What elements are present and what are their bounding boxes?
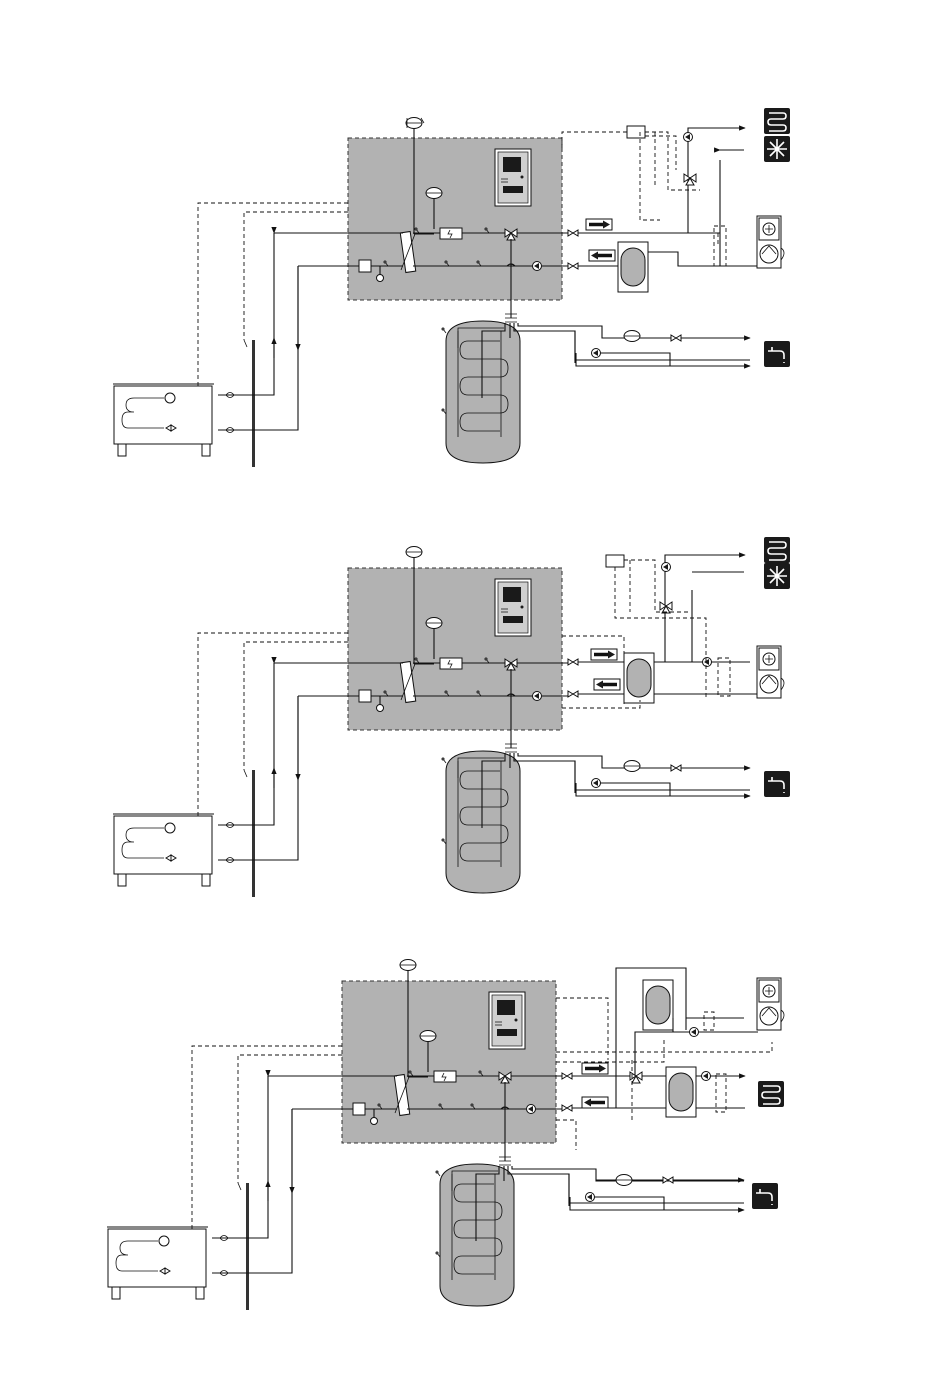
diagram-2 bbox=[113, 537, 790, 897]
circulation-pump-icon bbox=[703, 658, 712, 667]
flow-arrow-icon bbox=[591, 649, 617, 660]
buffer-tank bbox=[624, 653, 654, 703]
indoor-unit bbox=[113, 118, 750, 467]
circulation-pump-icon bbox=[702, 1072, 711, 1081]
buffer-tank bbox=[666, 1067, 696, 1117]
safety-valve-icon bbox=[663, 1177, 673, 1183]
shut-off-valve-icon bbox=[568, 659, 578, 665]
circulation-pump-icon bbox=[684, 133, 693, 142]
shut-off-valve-icon bbox=[568, 691, 578, 697]
underfloor-heating-icon bbox=[764, 108, 790, 134]
shut-off-valve-icon bbox=[568, 263, 578, 269]
pool-heating-icon bbox=[757, 646, 784, 698]
circulation-pump-icon bbox=[662, 563, 671, 572]
return-arrow-icon bbox=[582, 1097, 608, 1108]
circulation-pump-icon bbox=[592, 349, 601, 358]
circulation-pump-icon bbox=[690, 1028, 699, 1037]
buffer-tank bbox=[618, 242, 648, 292]
flow-arrow-icon bbox=[582, 1063, 608, 1074]
buffer-tank bbox=[643, 980, 673, 1030]
hot-water-tap-icon bbox=[764, 771, 790, 797]
shut-off-valve-icon bbox=[562, 1105, 572, 1111]
safety-valve-icon bbox=[671, 765, 681, 771]
shut-off-valve-icon bbox=[568, 230, 578, 236]
underfloor-heating-icon bbox=[764, 537, 790, 563]
three-way-valve-icon bbox=[684, 174, 696, 185]
expansion-vessel-icon bbox=[616, 1175, 632, 1186]
safety-valve-icon bbox=[671, 335, 681, 341]
diagram-1 bbox=[113, 108, 790, 467]
return-arrow-icon bbox=[594, 679, 620, 690]
hot-water-tap-icon bbox=[764, 341, 790, 367]
three-way-valve-icon bbox=[660, 602, 672, 613]
circulation-pump-icon bbox=[592, 779, 601, 788]
expansion-vessel-icon bbox=[624, 761, 640, 772]
return-arrow-icon bbox=[589, 250, 615, 261]
indoor-unit bbox=[113, 548, 750, 897]
underfloor-heating-icon bbox=[758, 1081, 784, 1107]
safety-valve-icon bbox=[400, 960, 416, 971]
pool-heating-icon bbox=[757, 216, 784, 268]
safety-valve-icon bbox=[406, 547, 422, 558]
flow-arrow-icon bbox=[586, 219, 612, 230]
shut-off-valve-icon bbox=[562, 1073, 572, 1079]
safety-valve-icon bbox=[406, 118, 422, 129]
circulation-pump-icon bbox=[586, 1193, 595, 1202]
cooling-snowflake-icon bbox=[764, 136, 790, 162]
expansion-vessel-icon bbox=[624, 331, 640, 342]
hot-water-tap-icon bbox=[752, 1183, 778, 1209]
diagram-3 bbox=[107, 960, 784, 1311]
cooling-snowflake-icon bbox=[764, 563, 790, 589]
pool-heating-icon bbox=[757, 978, 784, 1030]
